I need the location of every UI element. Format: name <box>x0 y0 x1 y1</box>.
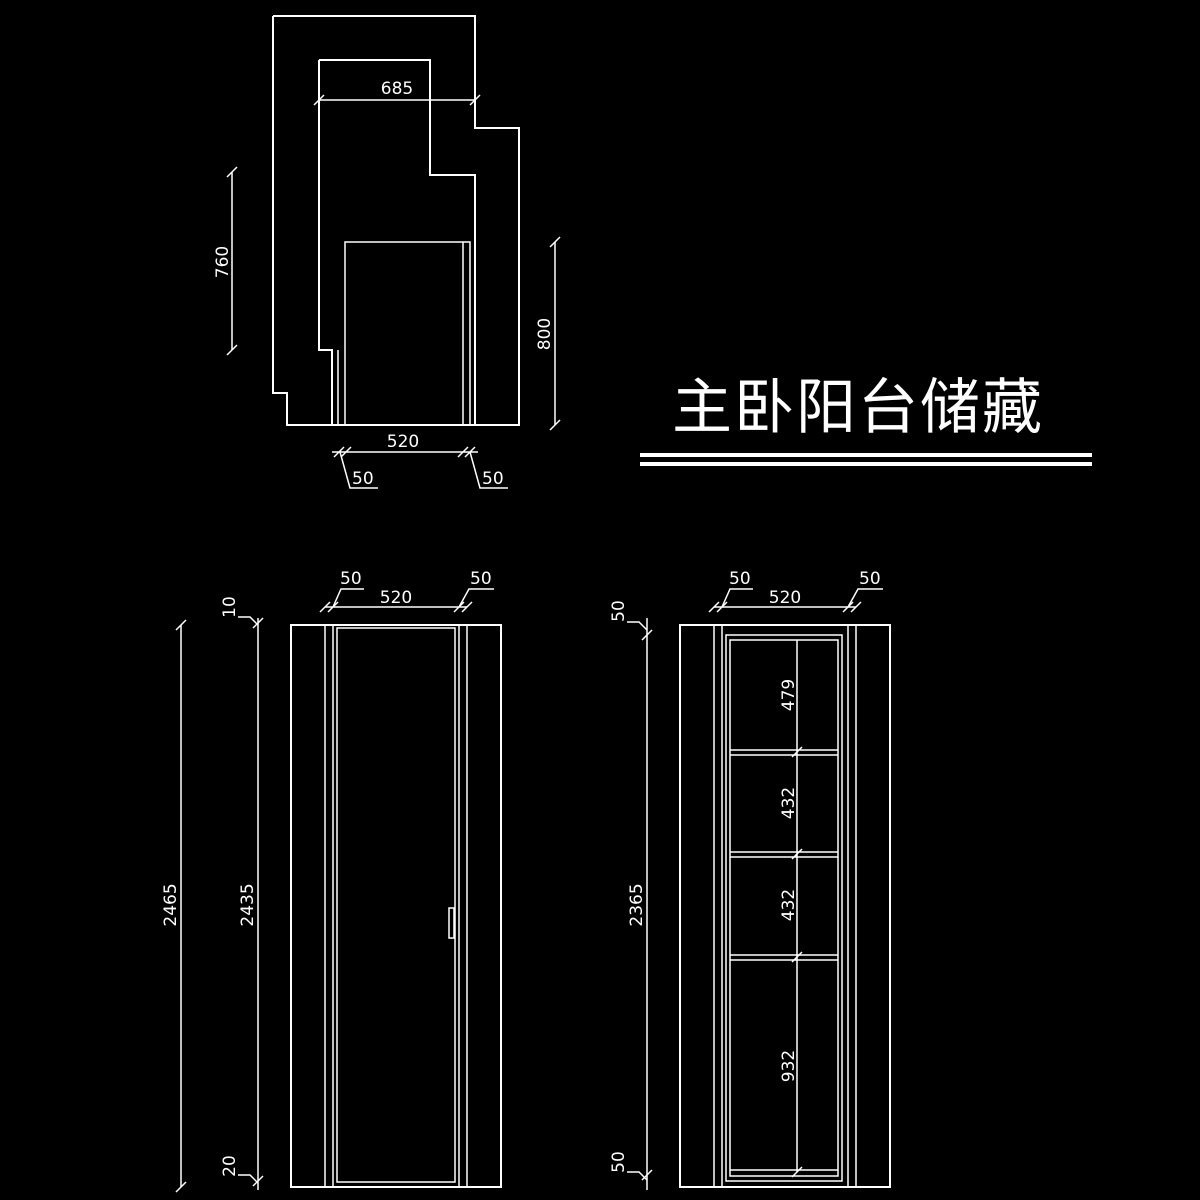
plan-dimension-760: 760 <box>213 166 238 356</box>
shelf-side-left-label: 50 <box>729 569 751 589</box>
door-side-right-label: 50 <box>470 569 492 589</box>
plan-dimension-685: 685 <box>313 79 481 106</box>
plan-inner-width-label: 520 <box>387 432 419 452</box>
shelf-inner-width-label: 520 <box>769 588 801 608</box>
plan-inner-outline <box>318 59 476 426</box>
shelf-3-height-label: 432 <box>779 889 799 921</box>
door-dimension-door: 2435 10 20 <box>220 596 264 1190</box>
shelf-dimension-top: 520 50 50 <box>708 569 883 613</box>
door-elevation: 520 50 50 2465 2435 10 20 <box>161 569 502 1193</box>
plan-view: 685 760 800 520 50 50 <box>213 15 561 489</box>
door-bottom-gap-label: 20 <box>220 1155 240 1177</box>
shelf-elevation: 479 432 432 932 520 50 50 2365 50 50 <box>609 569 891 1190</box>
plan-side-right-label: 50 <box>482 469 504 489</box>
plan-dimension-bottom: 520 50 50 <box>332 432 508 489</box>
plan-outer-wall <box>272 15 520 426</box>
plan-cabinet-body <box>344 241 471 425</box>
door-handle <box>448 907 455 939</box>
shelf-top-gap-label: 50 <box>609 600 629 622</box>
door-inner-width-label: 520 <box>380 588 412 608</box>
shelf-inner-box <box>725 634 843 1182</box>
door-top-gap-label: 10 <box>220 596 240 618</box>
shelf-1-height-label: 479 <box>779 679 799 711</box>
plan-dimension-800: 800 <box>535 236 561 431</box>
shelf-bottom-gap-label: 50 <box>609 1151 629 1173</box>
plan-width-top-label: 685 <box>381 79 413 99</box>
door-dimension-top: 520 50 50 <box>319 569 494 613</box>
plan-height-left-label: 760 <box>213 246 233 278</box>
shelf-inner-height-label: 2365 <box>627 883 647 926</box>
shelf-dimension-height: 2365 50 50 <box>609 600 653 1190</box>
door-elevation-frame <box>290 624 502 1188</box>
drawing-title: 主卧阳台储藏 <box>672 373 1044 443</box>
plan-height-right-label: 800 <box>535 318 555 350</box>
door-dimension-total: 2465 <box>161 619 187 1193</box>
shelf-side-right-label: 50 <box>859 569 881 589</box>
shelf-2-height-label: 432 <box>779 787 799 819</box>
door-total-height-label: 2465 <box>161 883 181 926</box>
door-side-left-label: 50 <box>340 569 362 589</box>
door-panel <box>336 627 456 1183</box>
plan-side-left-label: 50 <box>352 469 374 489</box>
title-block: 主卧阳台储藏 <box>640 373 1092 466</box>
shelf-elevation-frame <box>679 624 891 1188</box>
door-height-label: 2435 <box>238 883 258 926</box>
shelf-4-height-label: 932 <box>779 1050 799 1082</box>
